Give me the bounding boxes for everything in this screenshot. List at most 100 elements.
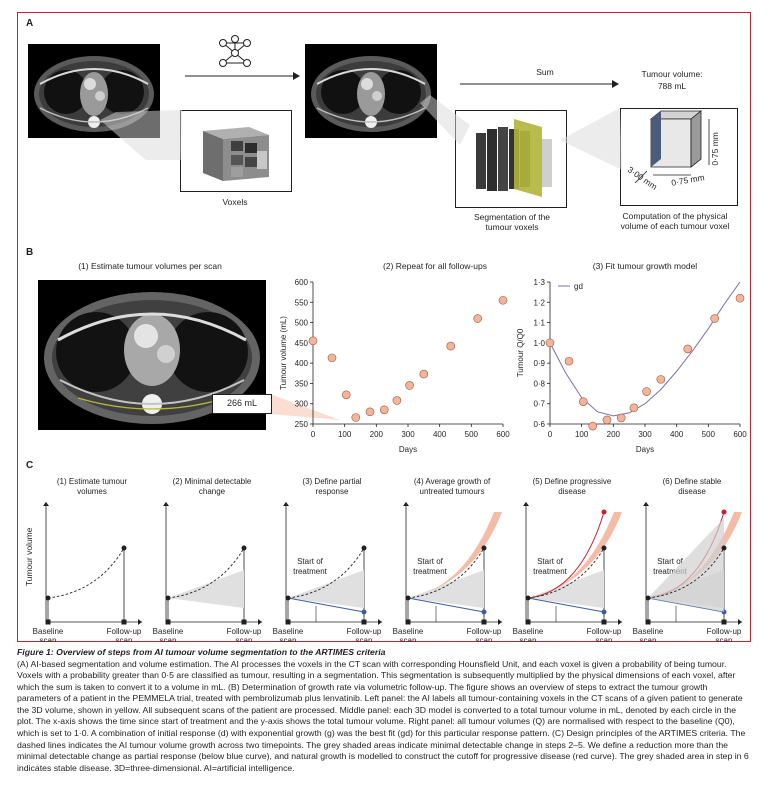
x-tick-label: 300 [401,430,415,439]
segmentation-zoom-wedge [420,95,470,145]
caption-title: Figure 1: Overview of steps from AI tumo… [17,647,386,657]
x-axis-arrow [138,619,142,625]
data-point [683,344,693,354]
tumour-volume-label: Tumour volume: [641,69,703,79]
start-treatment-label: Start of [417,557,444,566]
legend-label-gd: gd [574,282,583,291]
y-tick-label: 1·0 [533,339,545,348]
y-axis-arrow [163,502,169,506]
natural-growth-band [528,512,622,598]
voxels-label: Voxels [222,197,248,207]
baseline-label: Baseline [513,627,544,636]
baseline-label: scan [640,636,657,642]
baseline-point [45,595,51,601]
x-axis-arrow [498,619,502,625]
growth-dashed-line [527,547,605,599]
arrow-ai [185,72,300,80]
baseline-marker [645,619,651,625]
data-point [446,341,456,351]
baseline-label: scan [280,636,297,642]
data-point [498,295,508,305]
natural-growth-band [408,512,502,598]
x-axis-arrow [618,619,622,625]
baseline-label: Baseline [273,627,304,636]
data-point [308,336,318,346]
y-axis-arrow [643,502,649,506]
y-tick-label: 300 [295,400,309,409]
growth-dashed-line [407,547,485,599]
caption-body: (A) AI-based segmentation and volume est… [17,658,749,773]
x-axis-arrow [378,619,382,625]
callout-box: 266 mL [212,394,272,414]
start-treatment-label: Start of [297,557,324,566]
baseline-marker [405,619,411,625]
ct-scan-a2 [305,44,437,138]
partial-response-line [287,597,365,613]
neural-network-icon [219,35,251,67]
y-axis-arrow [43,502,49,506]
x-tick-label: 500 [702,430,716,439]
x-tick-label: 500 [465,430,479,439]
followup-marker [361,619,367,625]
data-point [564,356,574,366]
progressive-point [721,509,727,515]
baseline-label: scan [400,636,417,642]
baseline-marker [45,619,51,625]
y-tick-label: 250 [295,420,309,429]
data-point [327,353,337,363]
progressive-curve [527,511,605,599]
mdc-shade [168,570,244,608]
followup-label: Follow-up [467,627,502,636]
x-axis-label: Days [399,445,417,454]
baseline-marker [285,619,291,625]
data-point [629,403,639,413]
baseline-point [285,595,291,601]
data-point [473,314,482,323]
x-axis-arrow [258,619,262,625]
x-tick-label: 0 [548,430,553,439]
mdc-shade [408,570,484,608]
segmentation-label: Segmentation of the tumour voxels [473,212,551,232]
y-tick-label: 550 [295,298,309,307]
step-title-1: volumes [77,487,107,496]
step-title-2: change [199,487,226,496]
followup-label: scan [476,636,493,642]
data-point [405,381,414,390]
partial-response-point [361,609,367,615]
computation-zoom-wedge [560,108,622,170]
data-point [545,338,555,348]
baseline-label: scan [520,636,537,642]
partial-response-line [407,597,485,613]
start-treatment-label: treatment [533,567,568,576]
followup-point [361,545,367,551]
growth-dashed-line [647,547,725,599]
followup-label: scan [716,636,733,642]
baseline-label: Baseline [33,627,64,636]
step-title-3: response [316,487,349,496]
y-axis-label: Tumour Q/Q0 [516,328,525,377]
data-point [602,415,612,425]
mdc-shade [288,570,364,608]
callout-wedge [270,394,340,420]
baseline-label: scan [40,636,57,642]
start-treatment-label: treatment [293,567,328,576]
step3-title: (3) Fit tumour growth model [592,261,698,271]
data-point [351,413,361,422]
followup-point [121,545,127,551]
y-tick-label: 1·3 [533,278,545,287]
step-title-4: (4) Average growth of [414,477,491,486]
baseline-label: Baseline [633,627,664,636]
followup-marker [481,619,487,625]
step-title-3: (3) Define partial [302,477,361,486]
x-tick-label: 400 [433,430,447,439]
step1-title: (1) Estimate tumour volumes per scan [78,261,222,271]
x-tick-label: 600 [733,430,747,439]
y-axis-arrow [283,502,289,506]
y-tick-label: 0·9 [533,359,545,368]
mdc-shade [528,570,604,608]
x-tick-label: 300 [638,430,652,439]
x-tick-label: 400 [670,430,684,439]
start-treatment-label: Start of [657,557,684,566]
x-tick-label: 200 [607,430,621,439]
